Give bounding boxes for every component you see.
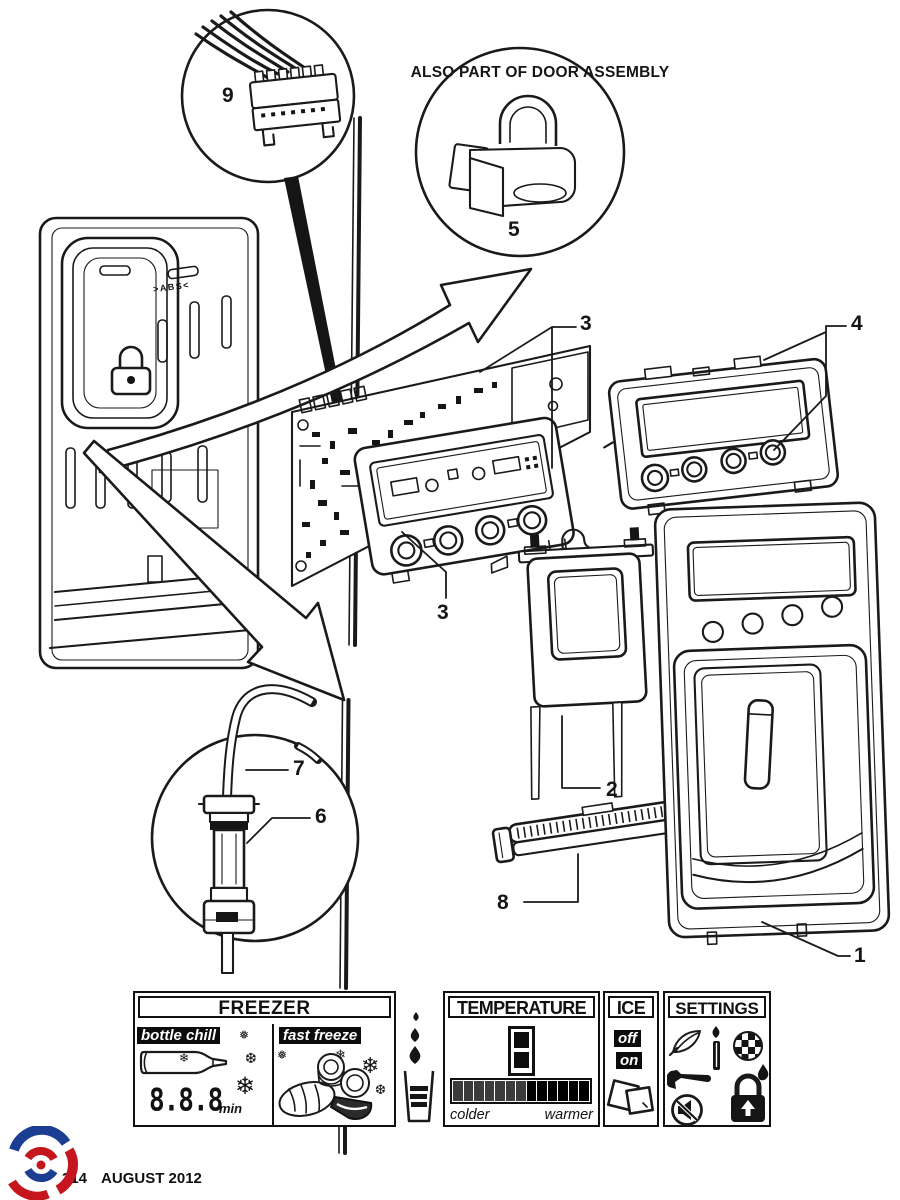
freezer-divider [272, 1024, 274, 1125]
settings-header: SETTINGS [668, 996, 766, 1018]
frozen-food-icon [278, 1053, 373, 1120]
snowflake-icon: ❆ [375, 1082, 386, 1097]
water-filter-lock-icon [731, 1064, 769, 1122]
freezer-timer-unit: min [219, 1101, 243, 1116]
dispenser-panel-illustration [653, 501, 891, 946]
wrench-icon [667, 1070, 711, 1089]
part-label-5: 5 [508, 218, 520, 241]
freezer-panel: FREEZER bottle chill ❅ ❄ ❆ ❄ 8.8.8 min f… [133, 991, 396, 1127]
snowflake-icon: ❅ [277, 1048, 288, 1062]
snowflake-icon: ❄ [179, 1051, 190, 1065]
eco-leaf-icon [668, 1030, 701, 1056]
snowflake-icon: ❅ [239, 1028, 250, 1042]
arrow-to-tube [82, 439, 346, 702]
footer-date: AUGUST 2012 [101, 1170, 202, 1187]
wire-connector-icon [248, 64, 342, 147]
part-label-9: 9 [222, 84, 234, 107]
bracket-illustration [490, 527, 681, 800]
globe-icon [732, 1030, 764, 1062]
ice-header: ICE [608, 996, 654, 1018]
settings-title: SETTINGS [675, 999, 759, 1018]
part-label-3: 3 [580, 312, 592, 335]
snowflake-icon: ❄ [361, 1053, 380, 1078]
footer-revision: 314 AUGUST 2012 [62, 1170, 202, 1187]
freezer-title: FREEZER [218, 998, 311, 1019]
bottle-chill-badge: bottle chill [137, 1027, 220, 1044]
sound-mute-icon [671, 1094, 703, 1126]
part-label-7: 7 [293, 757, 305, 780]
brand-logo [2, 1124, 80, 1200]
temperature-title: TEMPERATURE [456, 998, 587, 1018]
arrow-to-clip [98, 267, 533, 474]
ice-on-badge: on [616, 1052, 643, 1069]
door-assembly-note: ALSO PART OF DOOR ASSEMBLY [410, 64, 670, 81]
colder-label: colder [450, 1107, 490, 1123]
part-label-2: 2 [606, 778, 618, 801]
display-housing-illustration [353, 416, 575, 584]
freezer-timer-display: 8.8.8 [149, 1083, 223, 1119]
fridge-icon [508, 1026, 535, 1076]
water-glass-icon [403, 1070, 435, 1123]
part-label-4: 4 [851, 312, 863, 335]
leader-lines [245, 325, 851, 957]
settings-panel: SETTINGS [663, 991, 771, 1127]
temperature-bar [450, 1078, 592, 1104]
snowflake-icon: ❄ [335, 1047, 346, 1062]
door-clip-circle [414, 46, 626, 258]
part-label-8: 8 [497, 891, 509, 914]
ice-title: ICE [616, 998, 646, 1018]
temperature-header: TEMPERATURE [448, 996, 595, 1018]
temperature-panel: TEMPERATURE colder warmer [443, 991, 600, 1127]
snowflake-icon: ❆ [245, 1050, 257, 1066]
lever-illustration [491, 797, 699, 864]
rear-panel-illustration [603, 355, 840, 516]
water-valve-illustration [197, 794, 261, 975]
warmer-label: warmer [544, 1107, 593, 1123]
part-label-6: 6 [315, 805, 327, 828]
bottle-icon [139, 1050, 228, 1075]
ice-off-badge: off [614, 1030, 641, 1047]
snowflake-icon: ❄ [235, 1073, 256, 1100]
part-label-1: 1 [854, 944, 866, 967]
water-droplets-icon [409, 1012, 421, 1064]
fast-freeze-badge: fast freeze [279, 1027, 362, 1044]
ice-cubes-icon [606, 1079, 655, 1115]
tube-circle [150, 684, 360, 975]
ice-panel: ICE off on [603, 991, 659, 1127]
candle-icon [712, 1026, 720, 1070]
freezer-header: FREEZER [138, 996, 391, 1019]
part-label-3b: 3 [437, 601, 449, 624]
